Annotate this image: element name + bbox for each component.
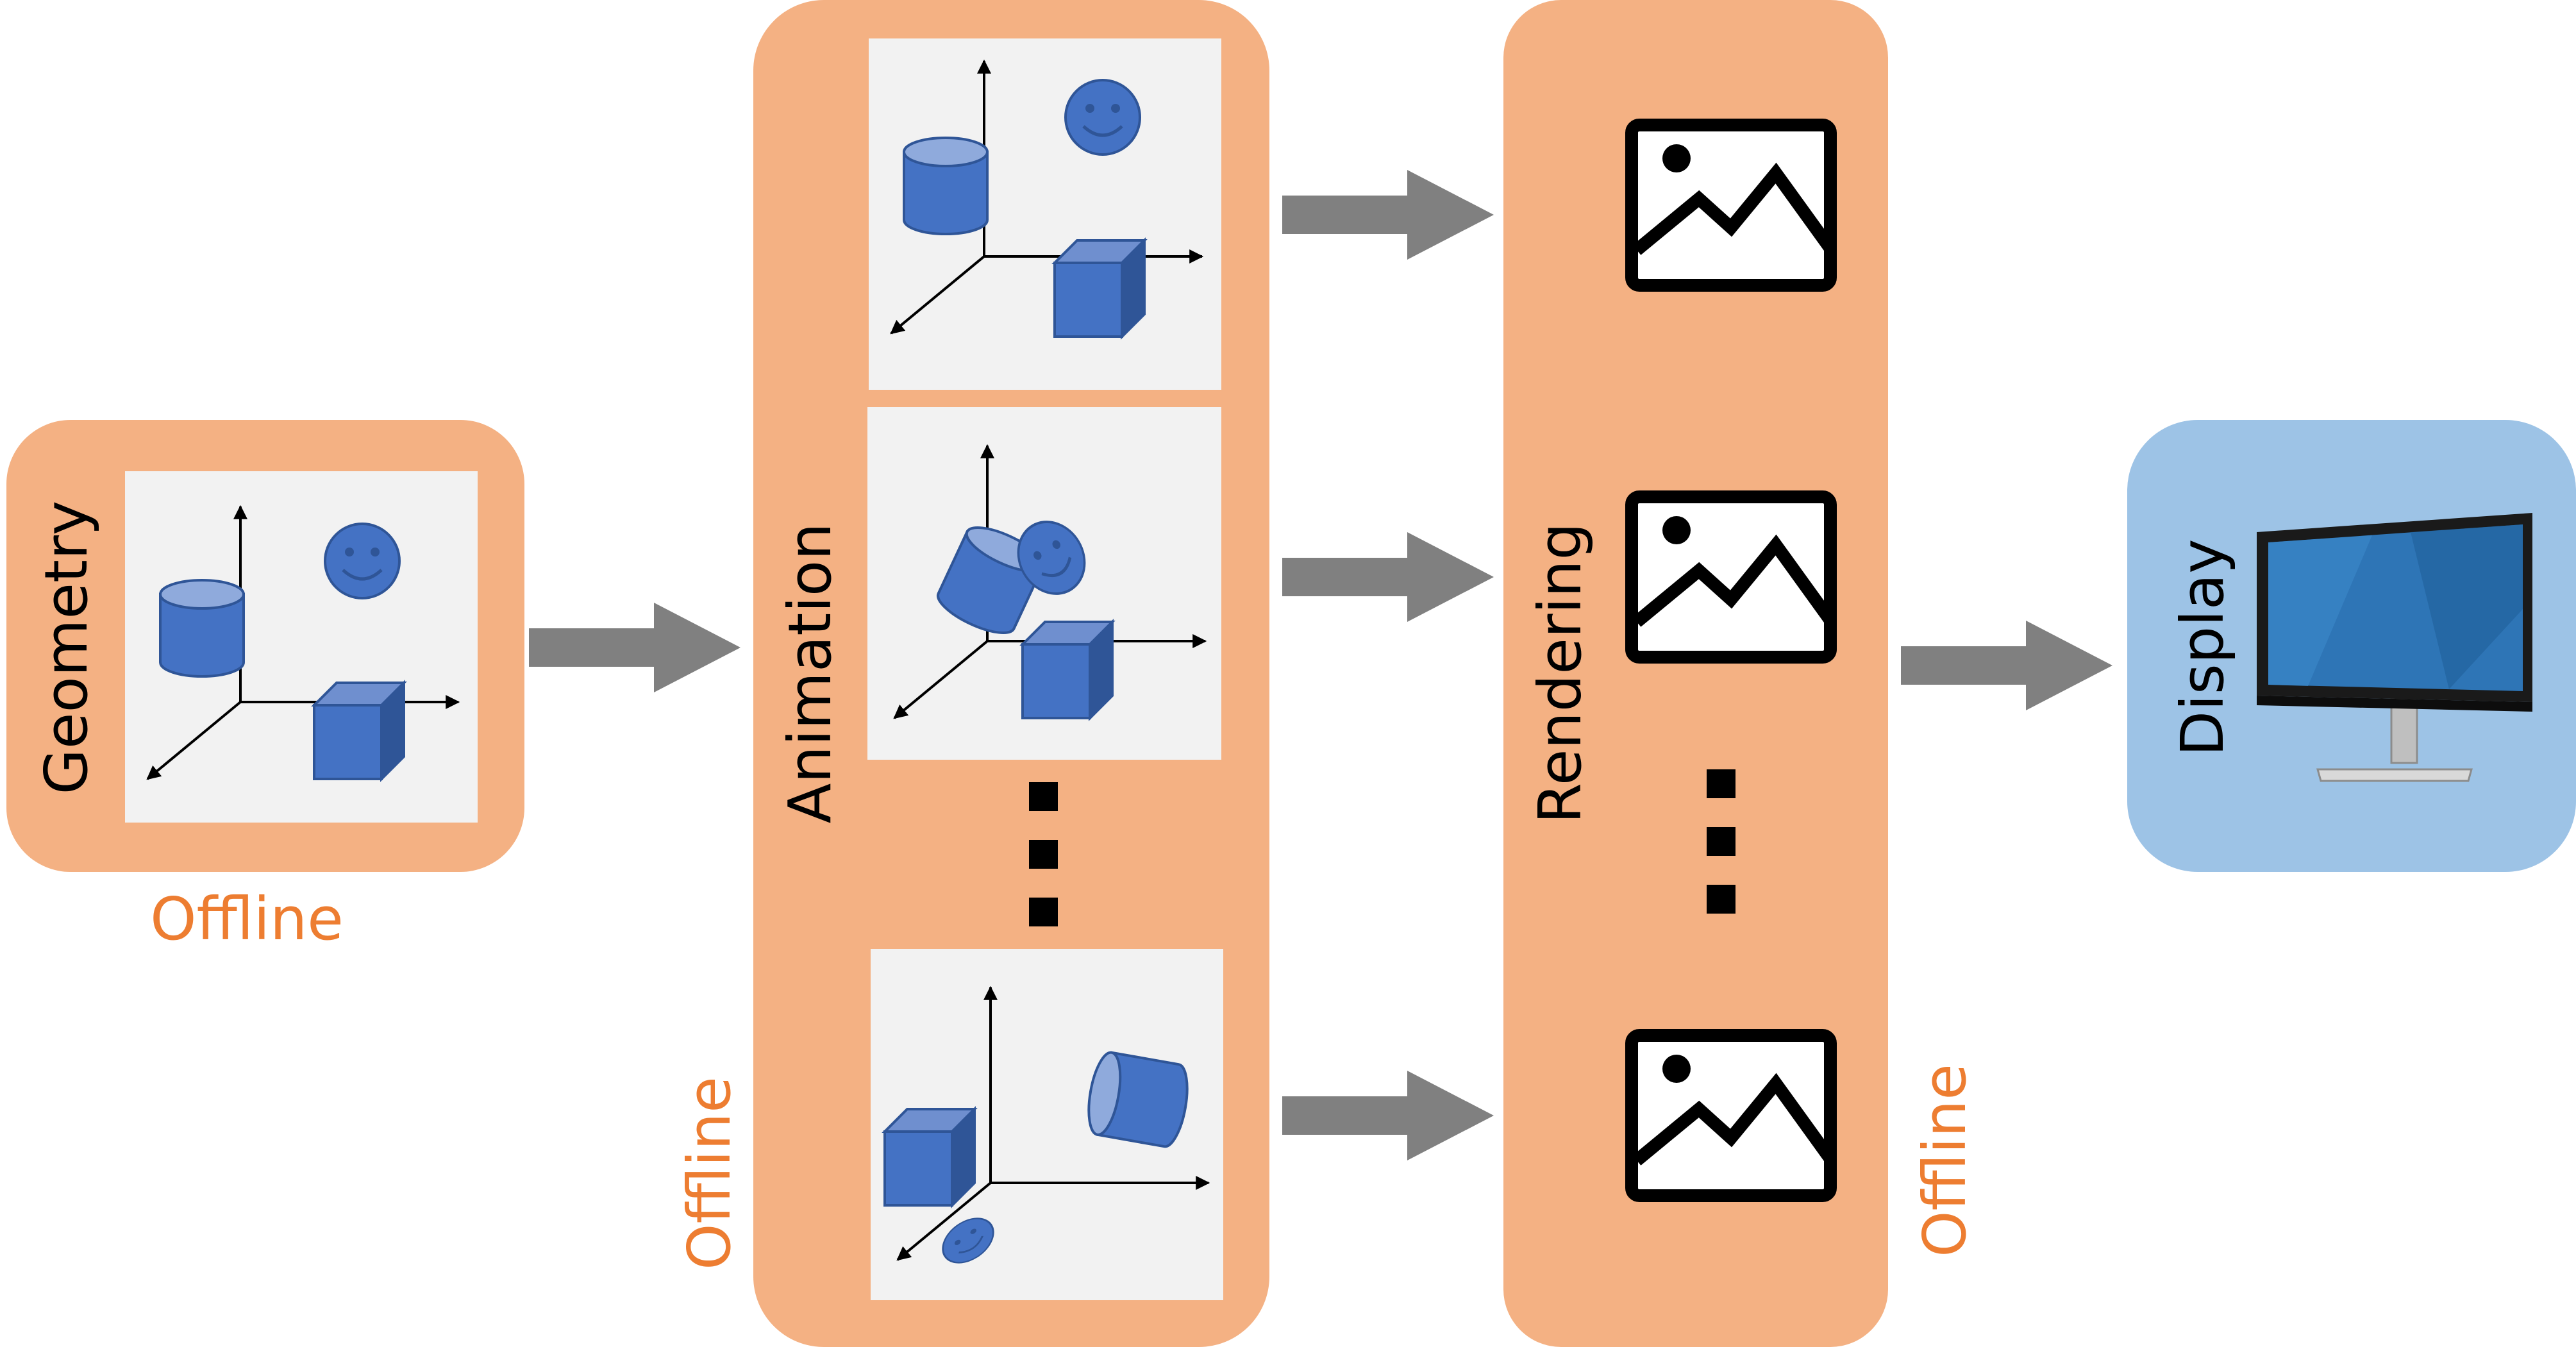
rendering-label: Rendering [1526, 523, 1594, 824]
geometry-offline-note: Offline [150, 885, 344, 953]
animation-frame-3 [871, 949, 1223, 1300]
arrow-animation-to-rendering-3 [1282, 1071, 1494, 1160]
animation-stage: Animation [753, 0, 1269, 1347]
display-label: Display [2168, 539, 2237, 756]
image-icon [1632, 1035, 1830, 1196]
arrow-animation-to-rendering-1 [1282, 170, 1494, 260]
geometry-stage: Geometry [6, 420, 524, 872]
rendering-offline-note: Offline [1911, 1064, 1979, 1257]
image-icon [1632, 497, 1830, 657]
cube-icon [1021, 621, 1114, 719]
vertical-ellipsis-icon [1707, 769, 1735, 914]
animation-frame-2 [867, 407, 1221, 760]
smiley-icon [1066, 80, 1140, 155]
arrow-animation-to-rendering-2 [1282, 532, 1494, 622]
animation-frame-1 [869, 38, 1221, 390]
animation-label: Animation [776, 523, 844, 823]
image-icon [1632, 125, 1830, 285]
arrow-geometry-to-animation [529, 603, 740, 692]
smiley-icon [325, 524, 399, 598]
cube-icon [313, 682, 405, 780]
monitor-icon [2257, 513, 2532, 782]
cylinder-icon [903, 137, 989, 235]
display-stage: Display [2127, 420, 2576, 872]
arrow-rendering-to-display [1901, 621, 2112, 710]
cylinder-icon [159, 579, 245, 678]
rendering-stage: Rendering [1503, 0, 1888, 1347]
cylinder-icon [1082, 1048, 1194, 1151]
cube-icon [883, 1108, 976, 1207]
vertical-ellipsis-icon [1029, 782, 1058, 926]
animation-offline-note: Offline [675, 1076, 744, 1270]
cube-icon [1053, 239, 1146, 338]
geometry-label: Geometry [32, 501, 101, 795]
